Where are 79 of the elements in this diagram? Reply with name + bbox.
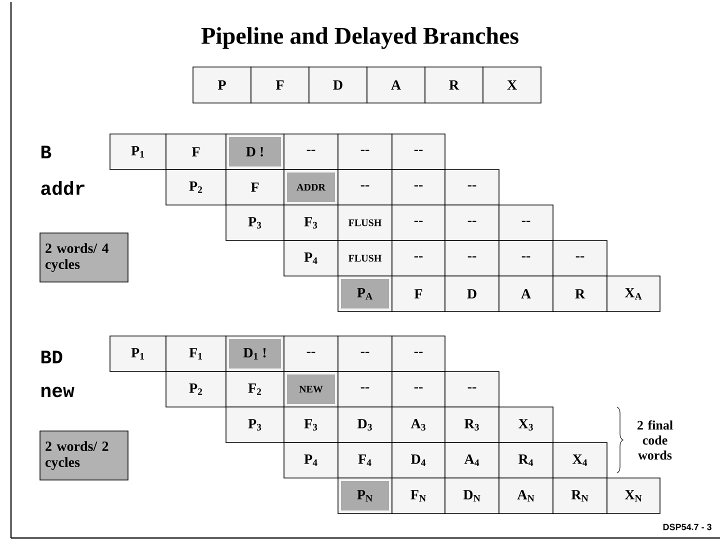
pipeline-cell: P$_{3}$ (226, 204, 284, 241)
pipeline-cell: X$_{A}$ (606, 276, 660, 312)
pipeline-cell: A$_{4}$ (444, 442, 500, 478)
highlighted-cell: D ! (226, 134, 284, 170)
highlighted-cell: NEW (284, 371, 338, 408)
note-text: 2 final code words (638, 420, 673, 460)
pipeline-cell: P$_{2}$ (166, 371, 226, 408)
pipeline-cell: -- (392, 169, 446, 206)
pipeline-cell: -- (338, 134, 392, 170)
instruction-label: new (41, 386, 74, 398)
pipeline-cell: F$_{2}$ (226, 371, 284, 408)
pipeline-cell: -- (392, 371, 446, 408)
slide-code: DSP54.7 - 3 (663, 524, 712, 530)
pipeline-cell: D$_{4}$ (392, 442, 446, 478)
node-label: NEW (299, 386, 323, 393)
instruction-label: BD (41, 350, 62, 364)
pipeline-cell: R (552, 276, 608, 312)
pipeline-cell: A$_{3}$ (392, 406, 446, 443)
highlighted-cell: P$_{A}$ (338, 276, 392, 312)
pipeline-cell: -- (498, 240, 554, 276)
pipeline-cell: R$_{3}$ (444, 406, 500, 443)
header-cell: A (366, 66, 426, 104)
node-label: ADDR (296, 184, 326, 191)
highlighted-cell: D$_{1}$ ! (226, 336, 284, 372)
pipeline-cell: F$_{1}$ (166, 336, 226, 372)
pipeline-cell: F$_{4}$ (338, 442, 392, 478)
highlighted-cell: ADDR (284, 169, 338, 206)
pipeline-cell: FLUSH (338, 204, 392, 241)
pipeline-cell: F (166, 134, 226, 170)
instruction-label: addr (41, 181, 84, 195)
pipeline-cell: P$_{4}$ (284, 240, 338, 276)
pipeline-cell: -- (284, 336, 338, 372)
pipeline-cell: R$_{N}$ (552, 478, 608, 514)
pipeline-cell: -- (392, 134, 446, 170)
pipeline-cell: -- (338, 336, 392, 372)
note-box: 2 words/ 4 cycles (40, 232, 128, 282)
header-cell: R (424, 66, 484, 104)
pipeline-cell: F$_{N}$ (392, 478, 446, 514)
pipeline-cell: F (226, 169, 284, 206)
pipeline-cell: X$_{N}$ (606, 478, 660, 514)
highlighted-cell: P$_{N}$ (338, 478, 392, 514)
header-cell: P (192, 66, 252, 104)
pipeline-cell: -- (284, 134, 338, 170)
header-cell: D (308, 66, 368, 104)
pipeline-cell: P$_{4}$ (284, 442, 338, 478)
pipeline-cell: -- (552, 240, 608, 276)
pipeline-cell: -- (444, 240, 500, 276)
pipeline-cell: -- (392, 204, 446, 241)
pipeline-cell: F$_{3}$ (284, 406, 338, 443)
pipeline-cell: -- (444, 169, 500, 206)
pipeline-cell: A$_{N}$ (498, 478, 554, 514)
pipeline-cell: A (498, 276, 554, 312)
pipeline-cell: F (392, 276, 446, 312)
pipeline-cell: X$_{4}$ (552, 442, 608, 478)
pipeline-cell: -- (444, 371, 500, 408)
node-label: D$_{1}$ ! (243, 348, 266, 360)
pipeline-cell: P$_{3}$ (226, 406, 284, 443)
pipeline-cell: -- (498, 204, 554, 241)
instruction-label: B (41, 146, 52, 158)
header-cell: F (250, 66, 310, 104)
pipeline-cell: -- (338, 371, 392, 408)
pipeline-cell: R$_{4}$ (498, 442, 554, 478)
pipeline-cell: -- (444, 204, 500, 241)
pipeline-cell: D$_{N}$ (444, 478, 500, 514)
pipeline-cell: FLUSH (338, 240, 392, 276)
header-cell: X (482, 66, 542, 104)
note-box: 2 words/ 2 cycles (40, 430, 128, 480)
pipeline-cell: P$_{1}$ (110, 336, 166, 372)
pipeline-cell: P$_{2}$ (166, 169, 226, 206)
pipeline-cell: -- (392, 336, 446, 372)
pipeline-cell: P$_{1}$ (110, 134, 166, 170)
pipeline-cell: F$_{3}$ (284, 204, 338, 241)
node-label: D ! (246, 147, 263, 156)
pipeline-cell: D (444, 276, 500, 312)
pipeline-cell: D$_{3}$ (338, 406, 392, 443)
pipeline-cell: -- (392, 240, 446, 276)
pipeline-cell: -- (338, 169, 392, 206)
title: Pipeline and Delayed Branches (201, 27, 518, 49)
pipeline-cell: X$_{3}$ (498, 406, 554, 443)
